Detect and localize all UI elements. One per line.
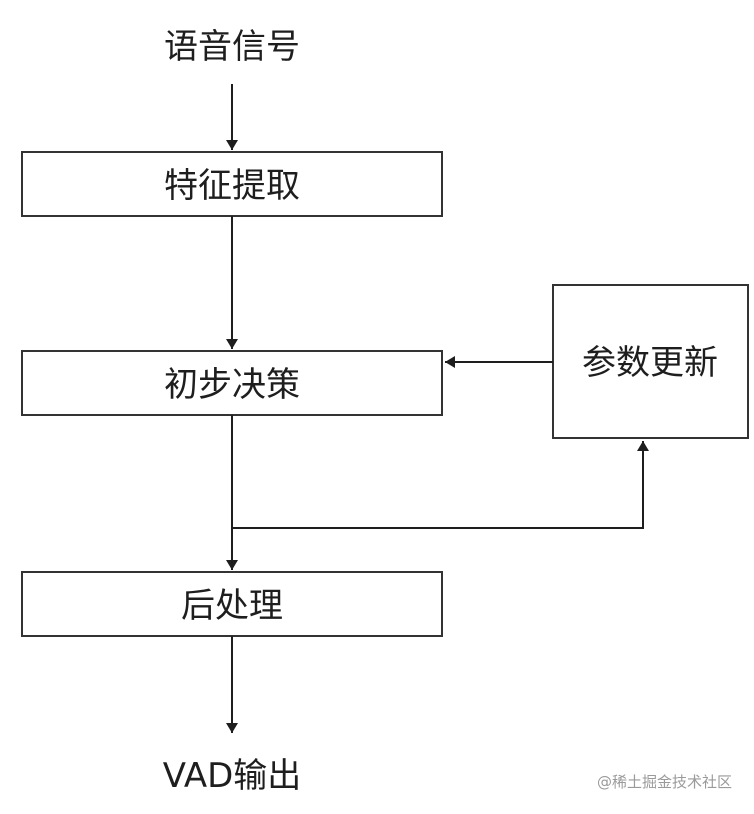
vad-output-label: VAD输出 xyxy=(163,756,302,796)
initial-decision-label: 初步决策 xyxy=(164,365,300,405)
feature-extraction-label: 特征提取 xyxy=(164,166,300,206)
post-processing-label: 后处理 xyxy=(181,586,283,626)
feedback-branch-to-update xyxy=(232,441,649,529)
initial-decision-box xyxy=(21,350,443,416)
watermark-text: @稀土掘金技术社区 xyxy=(596,773,732,791)
post-processing-box xyxy=(21,571,443,637)
parameter-update-label: 参数更新 xyxy=(582,343,718,383)
input-signal-label: 语音信号 xyxy=(164,27,300,67)
